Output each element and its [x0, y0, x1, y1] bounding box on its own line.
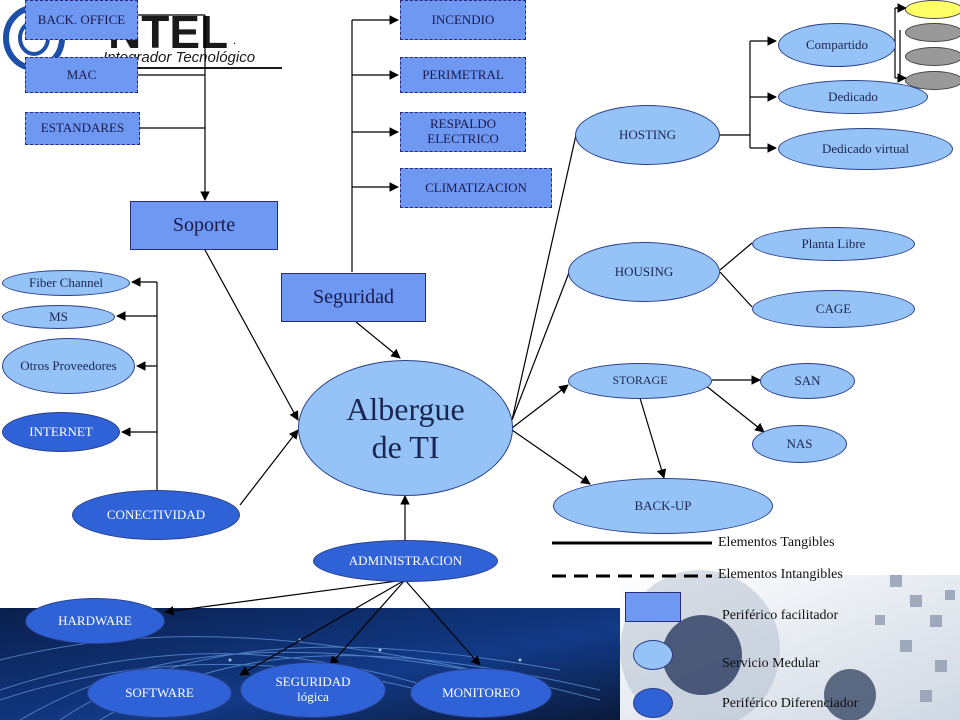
planta-libre-node[interactable]: Planta Libre [752, 227, 915, 261]
hardware-label: HARDWARE [58, 612, 132, 628]
legend-diferenciador-label: Periférico Diferenciador [722, 696, 859, 711]
storage-label: STORAGE [612, 373, 668, 388]
seguridad-logica-node[interactable]: SEGURIDAD lógica [240, 662, 386, 718]
respaldo-electrico-box[interactable]: RESPALDO ELECTRICO [400, 112, 526, 152]
administracion-node[interactable]: ADMINISTRACION [313, 540, 498, 582]
internet-node[interactable]: INTERNET [2, 412, 120, 452]
perimetral-box[interactable]: PERIMETRAL [400, 57, 526, 93]
legend-facilitador-swatch [625, 592, 681, 622]
chip-gray-3 [905, 71, 960, 90]
back-office-label: BACK. OFFICE [37, 11, 126, 27]
seguridad-box[interactable]: Seguridad [281, 273, 426, 322]
incendio-label: INCENDIO [431, 11, 495, 27]
conectividad-label: CONECTIVIDAD [106, 506, 206, 522]
monitoreo-label: MONITOREO [442, 684, 520, 700]
soporte-label: Soporte [172, 214, 236, 236]
logo-tagline: Integrador Tecnológico [103, 49, 255, 66]
dedicado-node[interactable]: Dedicado [778, 80, 928, 114]
hardware-node[interactable]: HARDWARE [25, 598, 165, 644]
climatizacion-box[interactable]: CLIMATIZACION [400, 168, 552, 208]
estandares-box[interactable]: ESTANDARES [25, 112, 140, 145]
estandares-label: ESTANDARES [40, 120, 125, 136]
chip-yellow [905, 0, 960, 19]
ms-label: MS [49, 308, 68, 324]
otros-proveedores-label: Otros Proveedores [20, 357, 117, 373]
center-label-line2: de TI [371, 429, 440, 465]
internet-label: INTERNET [29, 423, 93, 439]
conectividad-node[interactable]: CONECTIVIDAD [72, 490, 240, 540]
fiber-channel-label: Fiber Channel [28, 274, 103, 290]
nas-node[interactable]: NAS [752, 425, 847, 463]
logo-mark: . [233, 33, 236, 47]
software-label: SOFTWARE [125, 684, 194, 700]
compartido-label: Compartido [805, 36, 869, 52]
otros-proveedores-node[interactable]: Otros Proveedores [2, 338, 135, 394]
storage-node[interactable]: STORAGE [568, 363, 712, 399]
mac-label: MAC [66, 66, 97, 82]
software-node[interactable]: SOFTWARE [87, 668, 232, 718]
center-label-line1: Albergue [346, 390, 465, 427]
legend-diferenciador-swatch [633, 688, 673, 718]
climatizacion-label: CLIMATIZACION [425, 179, 527, 195]
backup-node[interactable]: BACK-UP [553, 478, 773, 534]
dedicado-virtual-label: Dedicado virtual [822, 140, 909, 156]
dedicado-label: Dedicado [828, 88, 878, 104]
chip-gray-1 [905, 23, 960, 42]
fiber-channel-node[interactable]: Fiber Channel [2, 270, 130, 296]
soporte-box[interactable]: Soporte [130, 201, 278, 250]
san-label: SAN [794, 372, 821, 388]
mac-box[interactable]: MAC [25, 57, 138, 93]
administracion-label: ADMINISTRACION [348, 552, 463, 568]
chip-gray-2 [905, 47, 960, 66]
respaldo-electrico-label: RESPALDO ELECTRICO [427, 116, 499, 146]
dedicado-virtual-node[interactable]: Dedicado virtual [778, 128, 953, 170]
backup-label: BACK-UP [634, 497, 692, 513]
perimetral-label: PERIMETRAL [422, 66, 504, 82]
legend-facilitador-label: Periférico facilitador [722, 608, 839, 623]
back-office-box[interactable]: BACK. OFFICE [25, 0, 138, 40]
legend-medular-swatch [633, 640, 673, 670]
albergue-de-ti-node[interactable]: Albergue de TI [298, 360, 513, 496]
cage-node[interactable]: CAGE [752, 290, 915, 328]
hosting-node[interactable]: HOSTING [575, 105, 720, 165]
legend-intangibles-label: Elementos Intangibles [718, 567, 843, 582]
monitoreo-node[interactable]: MONITOREO [410, 668, 552, 718]
legend-medular-label: Servicio Medular [722, 656, 820, 671]
nas-label: NAS [786, 435, 813, 451]
planta-libre-label: Planta Libre [801, 235, 866, 251]
seguridad-logica-label: SEGURIDAD lógica [275, 674, 351, 704]
hosting-label: HOSTING [618, 126, 677, 142]
san-node[interactable]: SAN [760, 363, 855, 399]
housing-node[interactable]: HOUSING [568, 242, 720, 302]
incendio-box[interactable]: INCENDIO [400, 0, 526, 40]
compartido-node[interactable]: Compartido [778, 23, 896, 67]
seguridad-label: Seguridad [312, 286, 395, 308]
legend-tangibles-label: Elementos Tangibles [718, 535, 835, 550]
ms-node[interactable]: MS [2, 305, 115, 329]
cage-label: CAGE [815, 300, 852, 316]
housing-label: HOUSING [614, 263, 674, 279]
